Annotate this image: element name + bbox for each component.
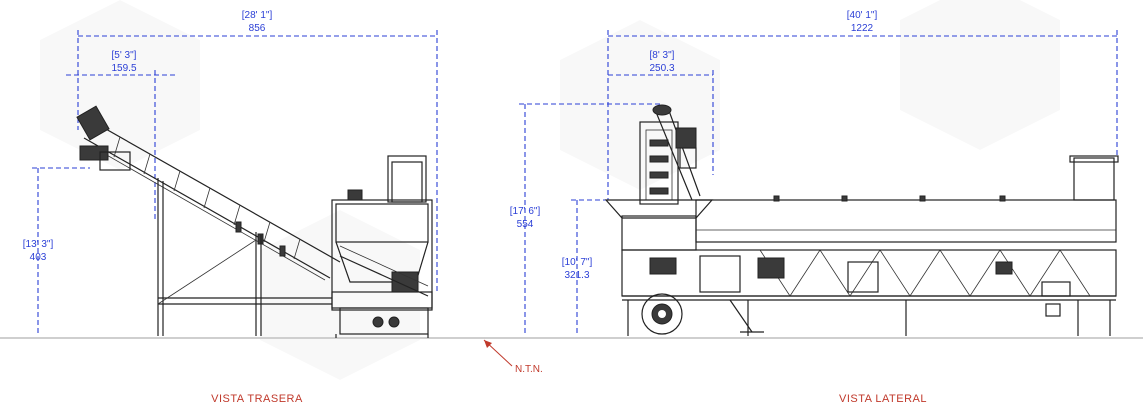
rear-height-ft: [13' 3"]: [23, 239, 54, 250]
side-length-ft: [40' 1"]: [847, 10, 878, 21]
rear-width-ft: [28' 1"]: [242, 10, 273, 21]
rear-offset-dimension: [5' 3"] 159.5: [66, 50, 178, 220]
side-offset-dimension: [8' 3"] 250.3: [608, 50, 714, 175]
rear-offset-ft: [5' 3"]: [112, 50, 137, 61]
side-offset-ft: [8' 3"]: [650, 50, 675, 61]
watermark-pattern: [40, 0, 1060, 380]
side-view-machine: [604, 104, 1119, 336]
ground-label: N.T.N.: [515, 364, 543, 375]
side-length-dimension: [40' 1"] 1222: [607, 10, 1118, 200]
rear-width-cm: 856: [249, 23, 266, 34]
side-height-cm: 554: [517, 219, 534, 230]
rear-height-dimension: [13' 3"] 403: [23, 167, 90, 336]
side-offset-cm: 250.3: [649, 63, 674, 74]
side-hopper-cm: 321.3: [564, 270, 589, 281]
rear-offset-cm: 159.5: [111, 63, 136, 74]
rear-view-label: VISTA TRASERA: [211, 393, 303, 405]
ground-level-marker: N.T.N.: [483, 339, 543, 375]
rear-view-machine: [76, 105, 433, 338]
side-hopper-dimension: [10' 7"] 321.3: [562, 199, 612, 336]
side-length-cm: 1222: [851, 23, 874, 34]
side-height-ft: [17' 6"]: [510, 206, 541, 217]
rear-height-cm: 403: [30, 252, 47, 263]
side-hopper-ft: [10' 7"]: [562, 257, 593, 268]
side-view-label: VISTA LATERAL: [839, 393, 927, 405]
side-height-dimension: [17' 6"] 554: [510, 103, 660, 336]
rear-width-dimension: [28' 1"] 856: [77, 10, 438, 292]
